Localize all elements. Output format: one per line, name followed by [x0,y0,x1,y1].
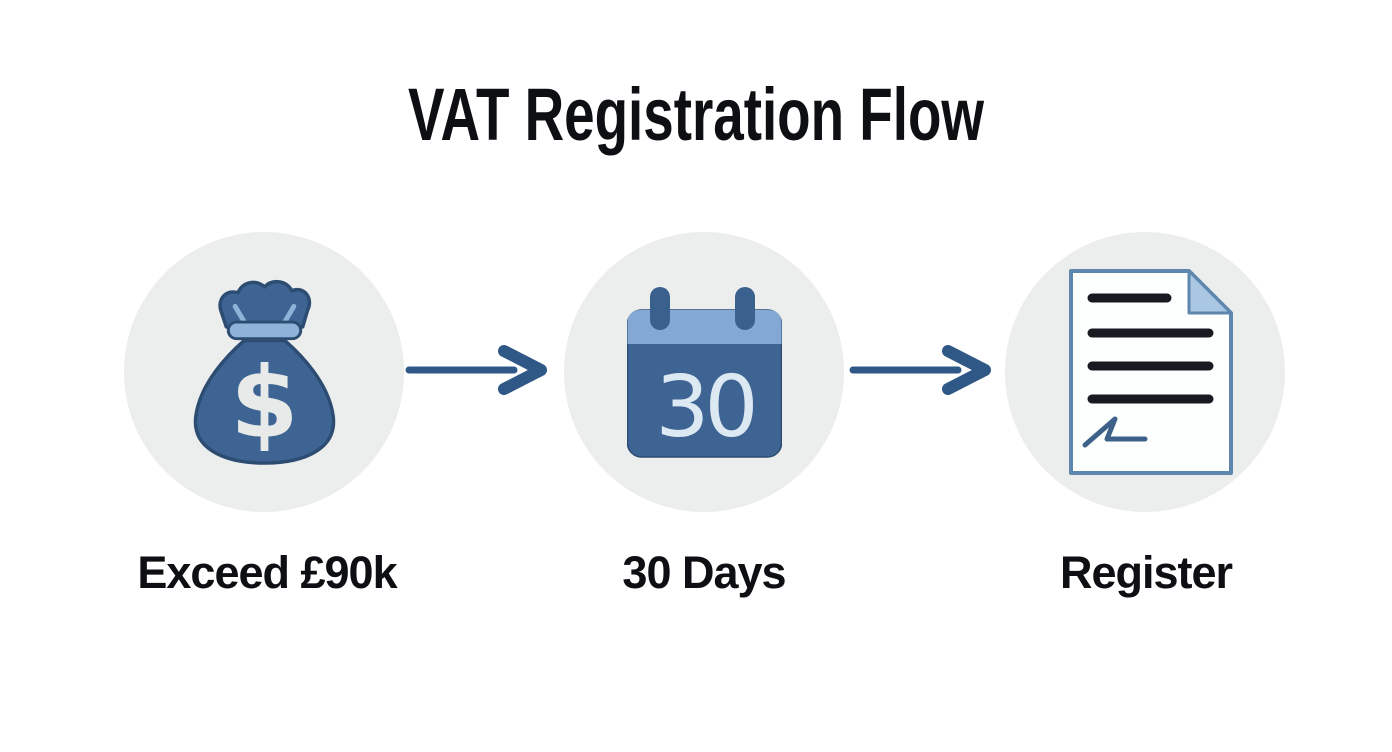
arrow-right-icon [849,345,991,395]
page-title: VAT Registration Flow [408,73,984,156]
signature-squiggle [1082,416,1148,448]
calendar-icon: 30 [626,287,782,458]
step-circle-exceed-threshold: $ [124,232,404,512]
document-signature-icon [1069,269,1233,475]
money-bag-icon: $ [193,280,335,465]
step-circle-register [1005,232,1285,512]
step-label-exceed-threshold: Exceed £90k [137,547,397,598]
arrow-right-icon [405,345,547,395]
step-label-register: Register [1059,547,1233,598]
step-label-thirty-days: 30 Days [622,547,786,598]
dollar-glyph: $ [230,347,298,461]
calendar-day-number: 30 [655,358,753,457]
step-circle-thirty-days: 30 [564,232,844,512]
